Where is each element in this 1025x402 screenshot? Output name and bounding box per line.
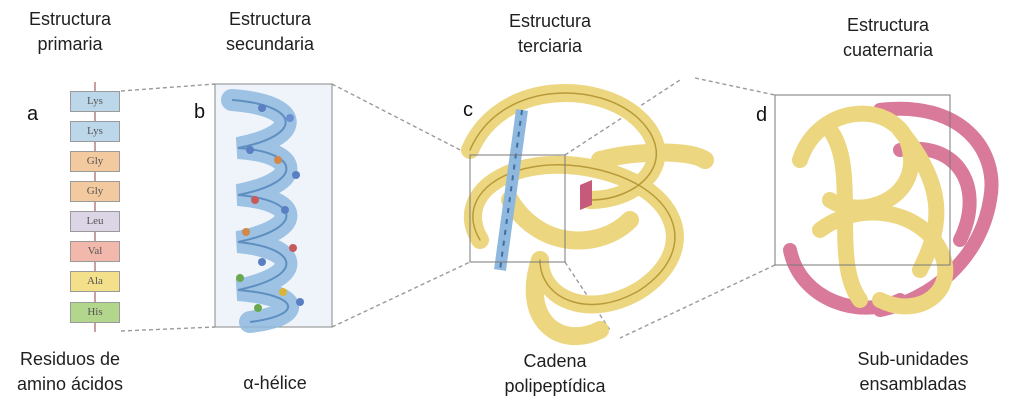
tertiary-sheet-arrow: [580, 180, 592, 210]
label-line: cuaternaria: [818, 38, 958, 63]
label-polypeptide-chain: Cadena polipeptídica: [485, 349, 625, 399]
residue-label: His: [87, 306, 102, 318]
residue-box: Leu: [70, 211, 120, 232]
label-assembled-subunits: Sub-unidades ensambladas: [838, 347, 988, 397]
label-line: Cadena: [485, 349, 625, 374]
label-line: Estructura: [10, 7, 130, 32]
connector-a-b-top: [121, 84, 215, 91]
label-residues: Residuos de amino ácidos: [0, 347, 140, 397]
label-line: Residuos de: [0, 347, 140, 372]
connector-b-c-bottom: [332, 262, 470, 327]
label-line: Estructura: [205, 7, 335, 32]
label-line: amino ácidos: [0, 372, 140, 397]
label-alpha-helix: α-hélice: [220, 371, 330, 396]
residue-box: Lys: [70, 91, 120, 112]
panel-letter-b: b: [194, 101, 205, 123]
residue-label: Ala: [87, 275, 103, 287]
label-primary-structure: Estructura primaria: [10, 7, 130, 57]
label-line: terciaria: [485, 34, 615, 59]
panel-letter-a: a: [27, 103, 38, 125]
residue-box: Lys: [70, 121, 120, 142]
connector-b-c-top: [332, 84, 470, 155]
residue-box: Gly: [70, 181, 120, 202]
residue-box: Gly: [70, 151, 120, 172]
panel-letter-d: d: [756, 104, 767, 126]
alpha-helix-illustration: [215, 84, 332, 327]
residue-box: Ala: [70, 271, 120, 292]
label-line: Sub-unidades: [838, 347, 988, 372]
label-line: primaria: [10, 32, 130, 57]
label-tertiary-structure: Estructura terciaria: [485, 9, 615, 59]
residue-box: His: [70, 302, 120, 323]
residue-box: Val: [70, 241, 120, 262]
label-quaternary-structure: Estructura cuaternaria: [818, 13, 958, 63]
connector-c-d-top-2: [695, 78, 775, 95]
connector-c-d-bottom: [620, 265, 775, 338]
residue-label: Val: [88, 245, 103, 257]
residue-label: Lys: [87, 95, 103, 107]
quaternary-illustration: [775, 95, 992, 310]
tertiary-fold-illustration: [470, 93, 705, 336]
label-secondary-structure: Estructura secundaria: [205, 7, 335, 57]
label-line: Estructura: [485, 9, 615, 34]
residue-label: Lys: [87, 125, 103, 137]
label-line: secundaria: [205, 32, 335, 57]
panel-letter-c: c: [463, 99, 473, 121]
label-line: polipeptídica: [485, 374, 625, 399]
label-line: α-hélice: [220, 371, 330, 396]
residue-label: Gly: [87, 185, 104, 197]
residue-label: Leu: [86, 215, 103, 227]
label-line: Estructura: [818, 13, 958, 38]
residue-label: Gly: [87, 155, 104, 167]
label-line: ensambladas: [838, 372, 988, 397]
connector-a-b-bottom: [121, 327, 215, 331]
